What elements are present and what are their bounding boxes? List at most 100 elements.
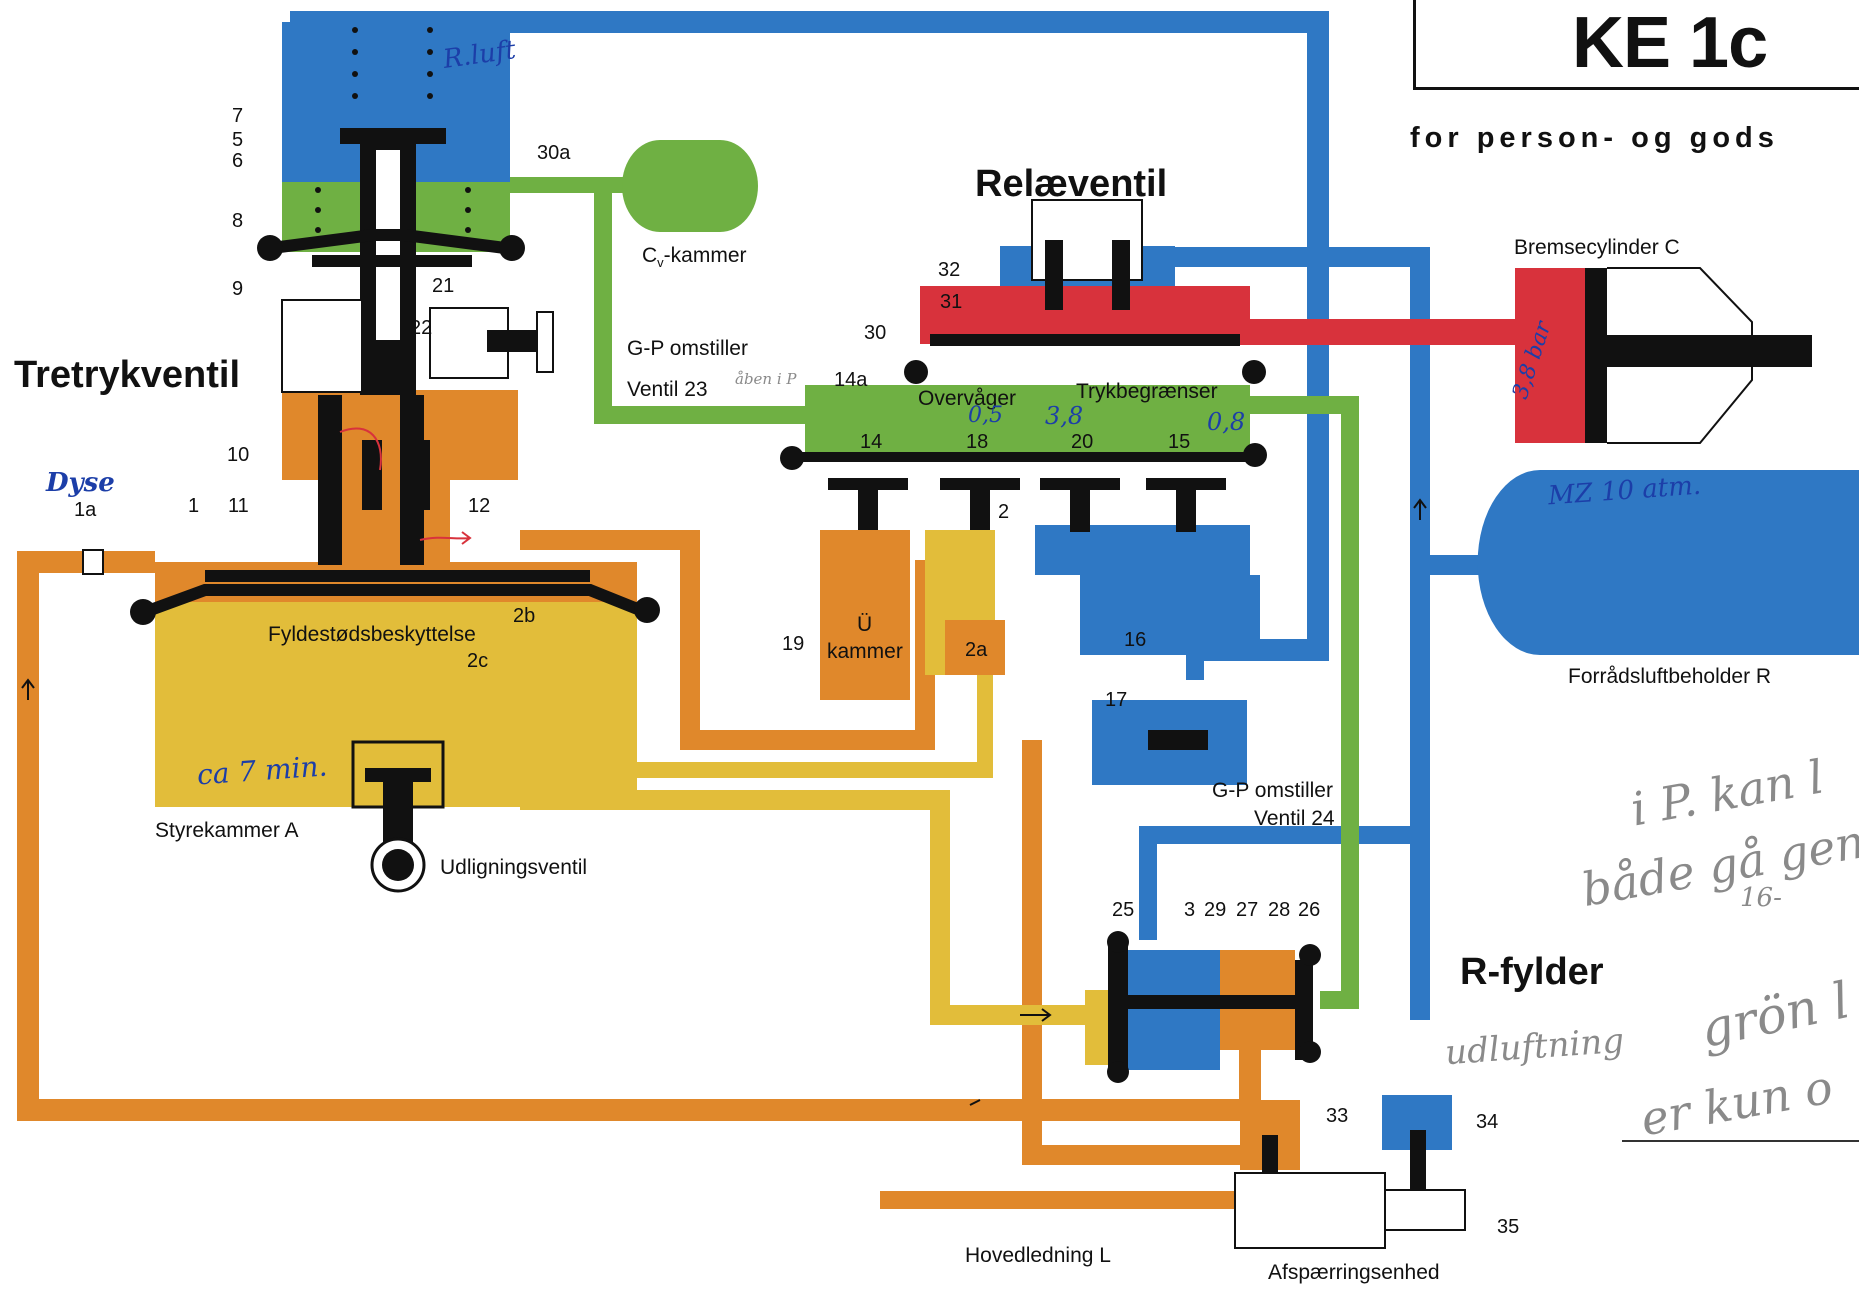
- label-afsparringsenhed: Afspærringsenhed: [1268, 1261, 1440, 1284]
- page-title: KE 1c: [1572, 3, 1768, 83]
- red-annotation-arrows: [339, 427, 472, 545]
- orange-pipe-left-loop: [17, 551, 1261, 1121]
- part-5: 5: [232, 129, 244, 151]
- part-1a: 1a: [74, 499, 97, 521]
- part-35: 35: [1497, 1216, 1520, 1238]
- relae-blue-lower: [1035, 525, 1250, 575]
- part-21: 21: [432, 275, 455, 297]
- tretrykventil-assembly: [82, 22, 660, 893]
- page-subtitle: for person- og gods: [1410, 122, 1779, 154]
- hw-underline: [1622, 1140, 1859, 1142]
- yellow-pipe-a: [520, 790, 1085, 1025]
- hw-value-08: 0,8: [1207, 408, 1246, 436]
- part-3: 3: [1184, 899, 1196, 921]
- part-19: 19: [782, 633, 805, 655]
- part-26: 26: [1298, 899, 1321, 921]
- part-10: 10: [227, 444, 250, 466]
- part-27: 27: [1236, 899, 1259, 921]
- relaeventil-assembly: [780, 199, 1267, 785]
- label-r-fylder: R-fylder: [1460, 951, 1604, 993]
- label-bremsecylinder: Bremsecylinder C: [1514, 236, 1680, 259]
- lower-piston-rod: [318, 395, 342, 565]
- label-styrekammer: Styrekammer A: [155, 819, 299, 842]
- part-6: 6: [232, 150, 244, 172]
- part-33: 33: [1326, 1105, 1349, 1127]
- part-25: 25: [1112, 899, 1135, 921]
- part-12: 12: [468, 495, 491, 517]
- part-14: 14: [860, 431, 883, 453]
- label-udligningsventil: Udligningsventil: [440, 856, 588, 879]
- part-30a: 30a: [537, 142, 571, 164]
- orange-pipe-mid: [520, 530, 935, 750]
- piston-head: [340, 128, 446, 144]
- part-29: 29: [1204, 899, 1227, 921]
- label-fyldestods: Fyldestødsbeskyttelse: [268, 623, 476, 646]
- label-forradsluft: Forrådsluftbeholder R: [1568, 665, 1772, 688]
- part-18: 18: [966, 431, 989, 453]
- part-31: 31: [940, 291, 963, 313]
- orange-pipe-vertical: [1022, 740, 1260, 1165]
- green-pipe-rfylder: [1240, 396, 1359, 1009]
- relae-green-chamber: [805, 385, 1250, 460]
- gp-omstiller-bottom: [1148, 730, 1208, 750]
- label-ventil23: Ventil 23: [627, 378, 708, 401]
- title-box: [1413, 0, 1859, 90]
- part-32: 32: [938, 259, 961, 281]
- diaphragm-1: [205, 570, 590, 582]
- r-fylder-assembly: [1085, 931, 1466, 1249]
- part-22: 22: [410, 317, 433, 339]
- blue-pipe-right: [1172, 247, 1430, 1020]
- diaphragm-9: [271, 229, 506, 254]
- label-u-kammer: kammer: [827, 640, 903, 663]
- r-fylder-blue: [1115, 950, 1220, 1070]
- part-2a: 2a: [965, 639, 988, 661]
- part-14a: 14a: [834, 369, 868, 391]
- label-gp-omstiller-top: G-P omstiller: [627, 337, 748, 360]
- springs: [315, 27, 471, 233]
- part-20: 20: [1071, 431, 1094, 453]
- cv-kammer-tank: [622, 140, 758, 232]
- label-ventil24: Ventil 24: [1254, 807, 1335, 830]
- label-gp-omstiller-bottom: G-P omstiller: [1212, 779, 1333, 802]
- label-trykbegraenser: Trykbegrænser: [1076, 380, 1218, 403]
- part-9: 9: [232, 278, 244, 300]
- part-2: 2: [998, 501, 1010, 523]
- part-2b: 2b: [513, 605, 536, 627]
- forradsluft-tank: [1477, 470, 1859, 655]
- styrekammer-a: [155, 562, 637, 807]
- hw-dyse: Dyse: [46, 468, 115, 498]
- part-2c: 2c: [467, 650, 489, 672]
- blue-pipe-rfylder: [1139, 826, 1420, 940]
- part-8: 8: [232, 210, 244, 232]
- hw-value-05: 0,5: [968, 403, 1003, 428]
- label-cv-kammer: Cv-kammer: [642, 244, 747, 271]
- part-16: 16: [1124, 629, 1147, 651]
- label-cv-subscript: v: [657, 255, 664, 271]
- green-pipe-ventil23: [594, 190, 820, 424]
- hw-note-3: 16-: [1740, 883, 1782, 913]
- flow-arrows: [21, 498, 1427, 1106]
- afsparring-body: [1234, 1172, 1386, 1249]
- part-34: 34: [1476, 1111, 1499, 1133]
- part-28: 28: [1268, 899, 1291, 921]
- part-7: 7: [232, 105, 244, 127]
- relae-diaphragm-30: [930, 334, 1240, 346]
- u-kammer: [820, 530, 910, 700]
- label-hovedledning: Hovedledning L: [965, 1244, 1111, 1267]
- bremsecylinder: [1515, 267, 1812, 444]
- label-relaeventil: Relæventil: [975, 163, 1168, 205]
- part-11: 11: [228, 495, 249, 517]
- hw-value-38: 3,8: [1045, 402, 1084, 430]
- part-30: 30: [864, 322, 887, 344]
- label-u-kammer-u: Ü: [857, 613, 873, 636]
- part-1: 1: [188, 495, 200, 517]
- part-15: 15: [1168, 431, 1191, 453]
- part-17: 17: [1105, 689, 1128, 711]
- brake-cylinder-red: [1515, 268, 1585, 443]
- label-tretrykventil: Tretrykventil: [14, 354, 240, 396]
- piston-bore: [376, 150, 400, 340]
- hw-open-p: åben i P: [735, 370, 797, 388]
- label-overvaager: Overvåger: [918, 387, 1017, 410]
